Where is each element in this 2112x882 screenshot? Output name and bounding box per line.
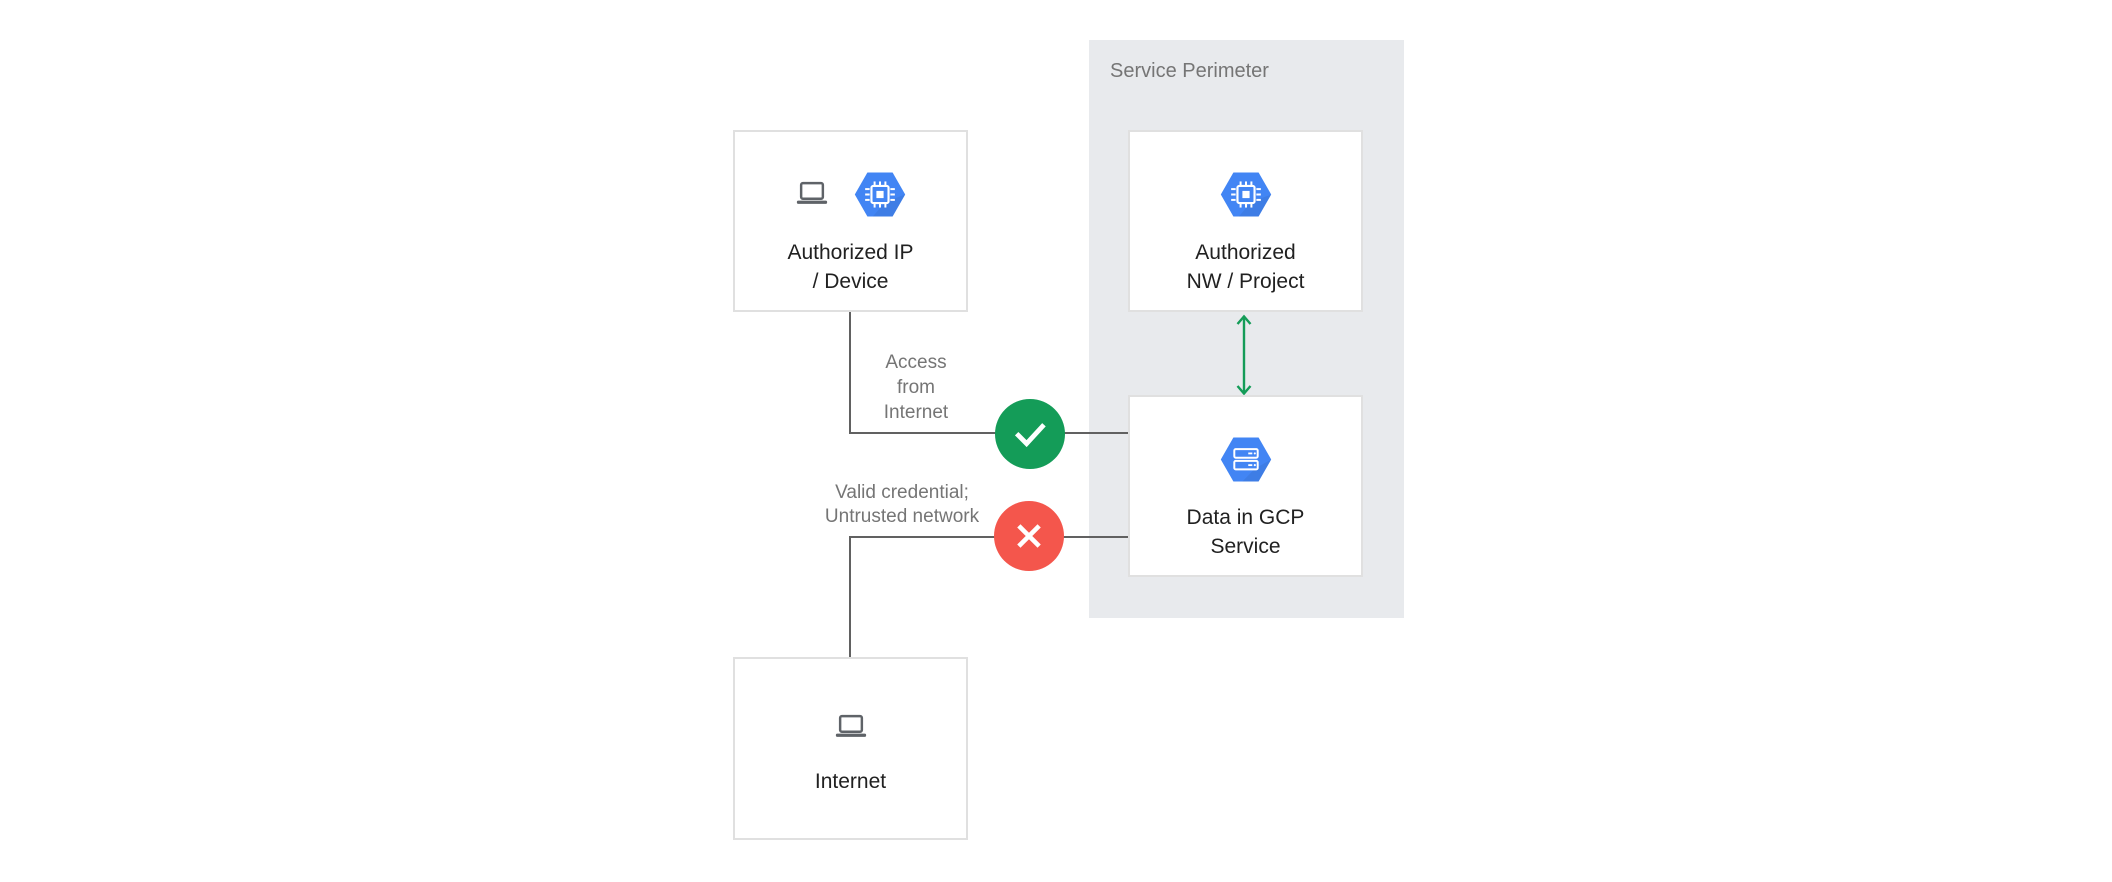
service-perimeter-panel: Service Perimeter Authorized NW / xyxy=(1089,40,1404,618)
double-arrow-icon xyxy=(1236,314,1252,396)
gcp-compute-hexagon-icon xyxy=(1220,171,1271,217)
node-authorized-nw-project: Authorized NW / Project xyxy=(1128,130,1363,312)
node-label: Authorized IP / Device xyxy=(787,241,914,293)
allowed-status-badge xyxy=(995,399,1065,469)
node-internet: Internet xyxy=(733,657,968,840)
denied-path-horizontal-line xyxy=(849,536,1128,538)
node-label: Authorized NW / Project xyxy=(1186,241,1305,293)
gcp-compute-hexagon-icon xyxy=(854,171,905,217)
node-icon-row xyxy=(735,166,966,222)
node-icon-row xyxy=(1130,431,1361,487)
denied-status-badge xyxy=(994,501,1064,571)
node-label: Data in GCP Service xyxy=(1186,506,1305,558)
gcp-storage-hexagon-icon xyxy=(1220,436,1271,482)
node-data-in-gcp-service: Data in GCP Service xyxy=(1128,395,1363,577)
node-label: Internet xyxy=(814,770,887,793)
service-perimeter-label: Service Perimeter xyxy=(1110,60,1269,82)
node-icon-row xyxy=(735,699,966,755)
node-icon-row xyxy=(1130,166,1361,222)
allowed-path-horizontal-line xyxy=(849,432,1128,434)
node-authorized-ip-device: Authorized IP / Device xyxy=(733,130,968,312)
check-icon xyxy=(1014,423,1046,448)
denied-path-label: Valid credential; Untrusted network xyxy=(824,482,980,527)
denied-path-vertical-line xyxy=(849,536,851,657)
allowed-path-vertical-line xyxy=(849,312,851,433)
laptop-icon xyxy=(835,714,866,737)
cross-icon xyxy=(1017,524,1041,548)
laptop-icon xyxy=(796,181,827,204)
allowed-path-label: Access from Internet xyxy=(883,352,949,423)
